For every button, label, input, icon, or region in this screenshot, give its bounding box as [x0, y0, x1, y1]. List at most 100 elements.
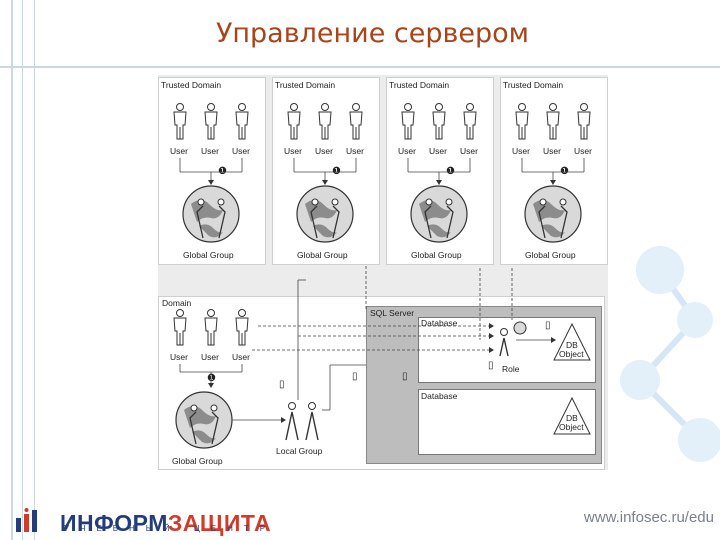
- page-title: Управление сервером: [215, 18, 530, 49]
- group-head: [559, 198, 567, 206]
- step-marker: ❶: [446, 166, 455, 177]
- object-marker: ▯: [545, 320, 551, 331]
- user-icon: [204, 309, 218, 346]
- global-group-label: Global Group: [297, 250, 348, 260]
- domain-label: Domain: [162, 298, 192, 308]
- arrowhead: [436, 180, 442, 185]
- role-badge-icon: [513, 321, 527, 335]
- continent-shape: [427, 224, 451, 238]
- domain-marker: ❶: [207, 373, 216, 384]
- db-object-1-line1: DB: [566, 340, 578, 350]
- continent-shape: [184, 406, 216, 428]
- sql-server-label: SQL Server: [370, 308, 415, 318]
- arrowhead: [489, 347, 494, 353]
- db-object-2-line1: DB: [566, 413, 578, 423]
- brand-part2: ЗАЩИТА: [167, 510, 272, 536]
- step-marker: ❶: [218, 166, 227, 177]
- arrowhead: [208, 383, 214, 388]
- arrowhead: [489, 323, 494, 329]
- domain-user-label: User: [201, 352, 219, 362]
- role-head: [500, 328, 508, 336]
- domain-global-group-label: Global Group: [172, 456, 223, 466]
- continent-shape: [192, 430, 216, 444]
- user-icon: [515, 103, 529, 140]
- group-figures: [310, 205, 340, 239]
- molecule-decoration: [620, 246, 720, 462]
- group-head: [331, 198, 339, 206]
- trusted-domain-label: Trusted Domain: [389, 80, 450, 90]
- group-figures: [538, 205, 568, 239]
- user-icon: [349, 103, 363, 140]
- user-icon: [577, 103, 591, 140]
- user-icon: [432, 103, 446, 140]
- user-icon: [287, 103, 301, 140]
- continent-shape: [191, 200, 223, 222]
- group-head: [539, 198, 547, 206]
- continent-shape: [533, 200, 565, 222]
- user-icon: [235, 309, 249, 346]
- user-icon: [173, 103, 187, 140]
- continent-shape: [313, 224, 337, 238]
- brand-subtitle: УЧЕБНЫЙ ЦЕНТР: [64, 524, 277, 533]
- user-label: User: [315, 146, 333, 156]
- group-head: [190, 404, 198, 412]
- brand-name: ИНФОРМЗАЩИТА: [60, 510, 271, 537]
- db-object-2: [553, 396, 591, 435]
- local-group-figures: [285, 411, 319, 441]
- user-label: User: [201, 146, 219, 156]
- domain-user-label: User: [170, 352, 188, 362]
- local-group-head: [288, 402, 296, 410]
- brand-part1: ИНФОРМ: [60, 510, 168, 536]
- user-label: User: [232, 146, 250, 156]
- trusted-domain-label: Trusted Domain: [503, 80, 564, 90]
- user-icon: [318, 103, 332, 140]
- sql-marker-a: ▯: [352, 371, 358, 382]
- arrowhead: [489, 333, 494, 339]
- user-icon: [173, 309, 187, 346]
- database-label-1: Database: [421, 318, 458, 328]
- user-label: User: [346, 146, 364, 156]
- logo-icon: [16, 508, 37, 532]
- group-head: [445, 198, 453, 206]
- user-label: User: [543, 146, 561, 156]
- user-icon: [546, 103, 560, 140]
- user-label: User: [429, 146, 447, 156]
- user-label: User: [284, 146, 302, 156]
- arrowhead: [551, 337, 556, 343]
- role-figure: [499, 337, 509, 357]
- continent-shape: [419, 200, 451, 222]
- bg-grid-v3: [34, 0, 35, 540]
- user-icon: [235, 103, 249, 140]
- domain-user-label: User: [232, 352, 250, 362]
- arrowhead: [322, 180, 328, 185]
- continent-shape: [305, 200, 337, 222]
- user-icon: [204, 103, 218, 140]
- arrowhead: [281, 417, 286, 423]
- step-marker: ❶: [560, 166, 569, 177]
- global-group-label: Global Group: [411, 250, 462, 260]
- trusted-domain-label: Trusted Domain: [161, 80, 222, 90]
- group-figures: [189, 411, 219, 445]
- role-marker: ▯: [488, 360, 494, 371]
- group-head: [210, 404, 218, 412]
- user-label: User: [170, 146, 188, 156]
- group-figures: [424, 205, 454, 239]
- bg-grid-h1: [0, 66, 720, 68]
- group-head: [311, 198, 319, 206]
- role-label: Role: [502, 364, 520, 374]
- global-group-label: Global Group: [525, 250, 576, 260]
- group-figures: [196, 205, 226, 239]
- global-group-label: Global Group: [183, 250, 234, 260]
- footer-url: www.infosec.ru/edu: [583, 509, 714, 526]
- group-head: [425, 198, 433, 206]
- user-label: User: [460, 146, 478, 156]
- arrowhead: [208, 180, 214, 185]
- user-label: User: [512, 146, 530, 156]
- user-label: User: [574, 146, 592, 156]
- continent-shape: [541, 224, 565, 238]
- arrowhead: [550, 180, 556, 185]
- user-icon: [463, 103, 477, 140]
- user-label: User: [398, 146, 416, 156]
- group-head: [217, 198, 225, 206]
